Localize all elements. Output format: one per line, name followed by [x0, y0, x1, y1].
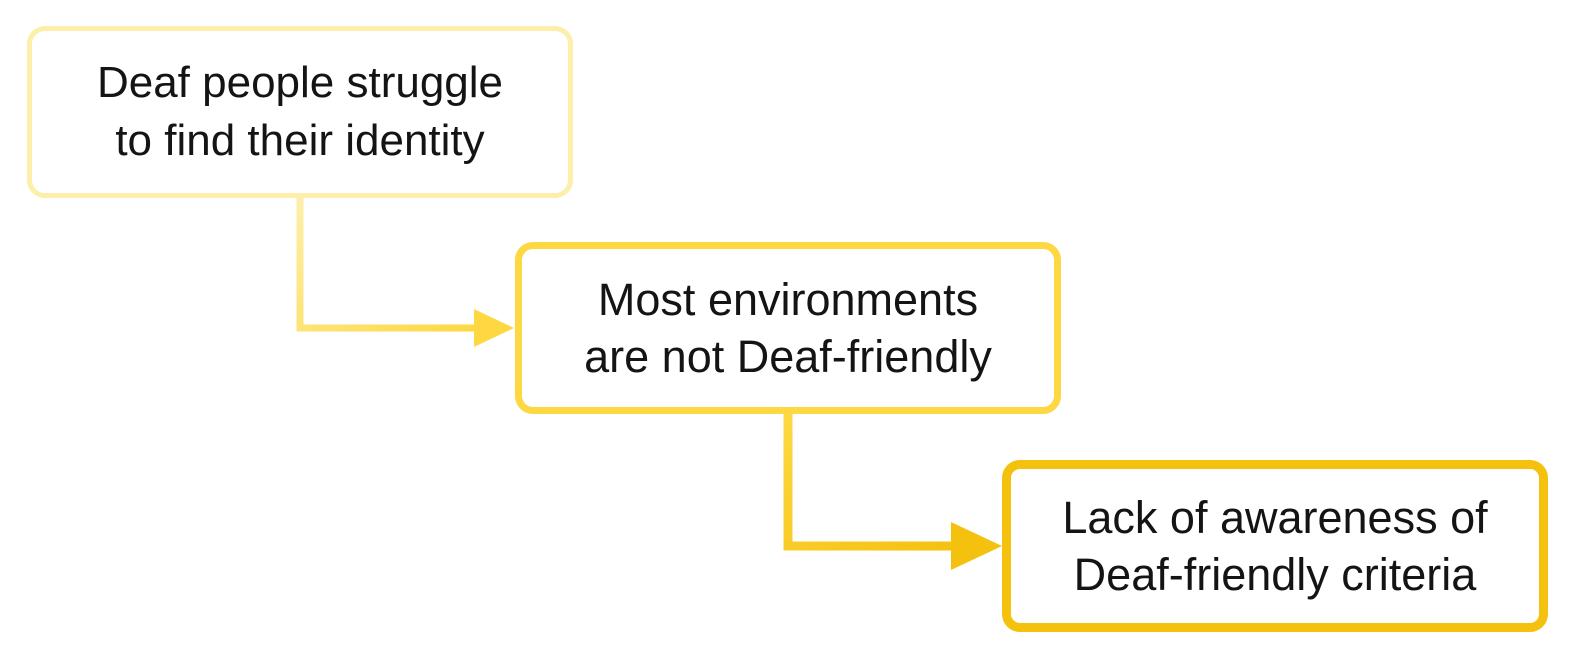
step-3-line-2: Deaf-friendly criteria: [1073, 549, 1477, 600]
step-box-3: Lack of awareness of Deaf-friendly crite…: [1002, 460, 1548, 632]
step-1-line-2: to find their identity: [115, 116, 485, 165]
connector-2-3: [783, 414, 1002, 570]
step-2-line-1: Most environments: [597, 274, 979, 325]
step-box-2: Most environments are not Deaf-friendly: [515, 242, 1061, 414]
step-2-line-2: are not Deaf-friendly: [584, 331, 992, 382]
step-1-line-1: Deaf people struggle: [96, 58, 504, 107]
connector-1-2: [296, 198, 514, 347]
arrowhead-2: [951, 522, 1002, 570]
arrowhead-1: [474, 309, 514, 347]
step-box-1: Deaf people struggle to find their ident…: [27, 26, 573, 198]
step-3-line-1: Lack of awareness of: [1062, 492, 1488, 543]
